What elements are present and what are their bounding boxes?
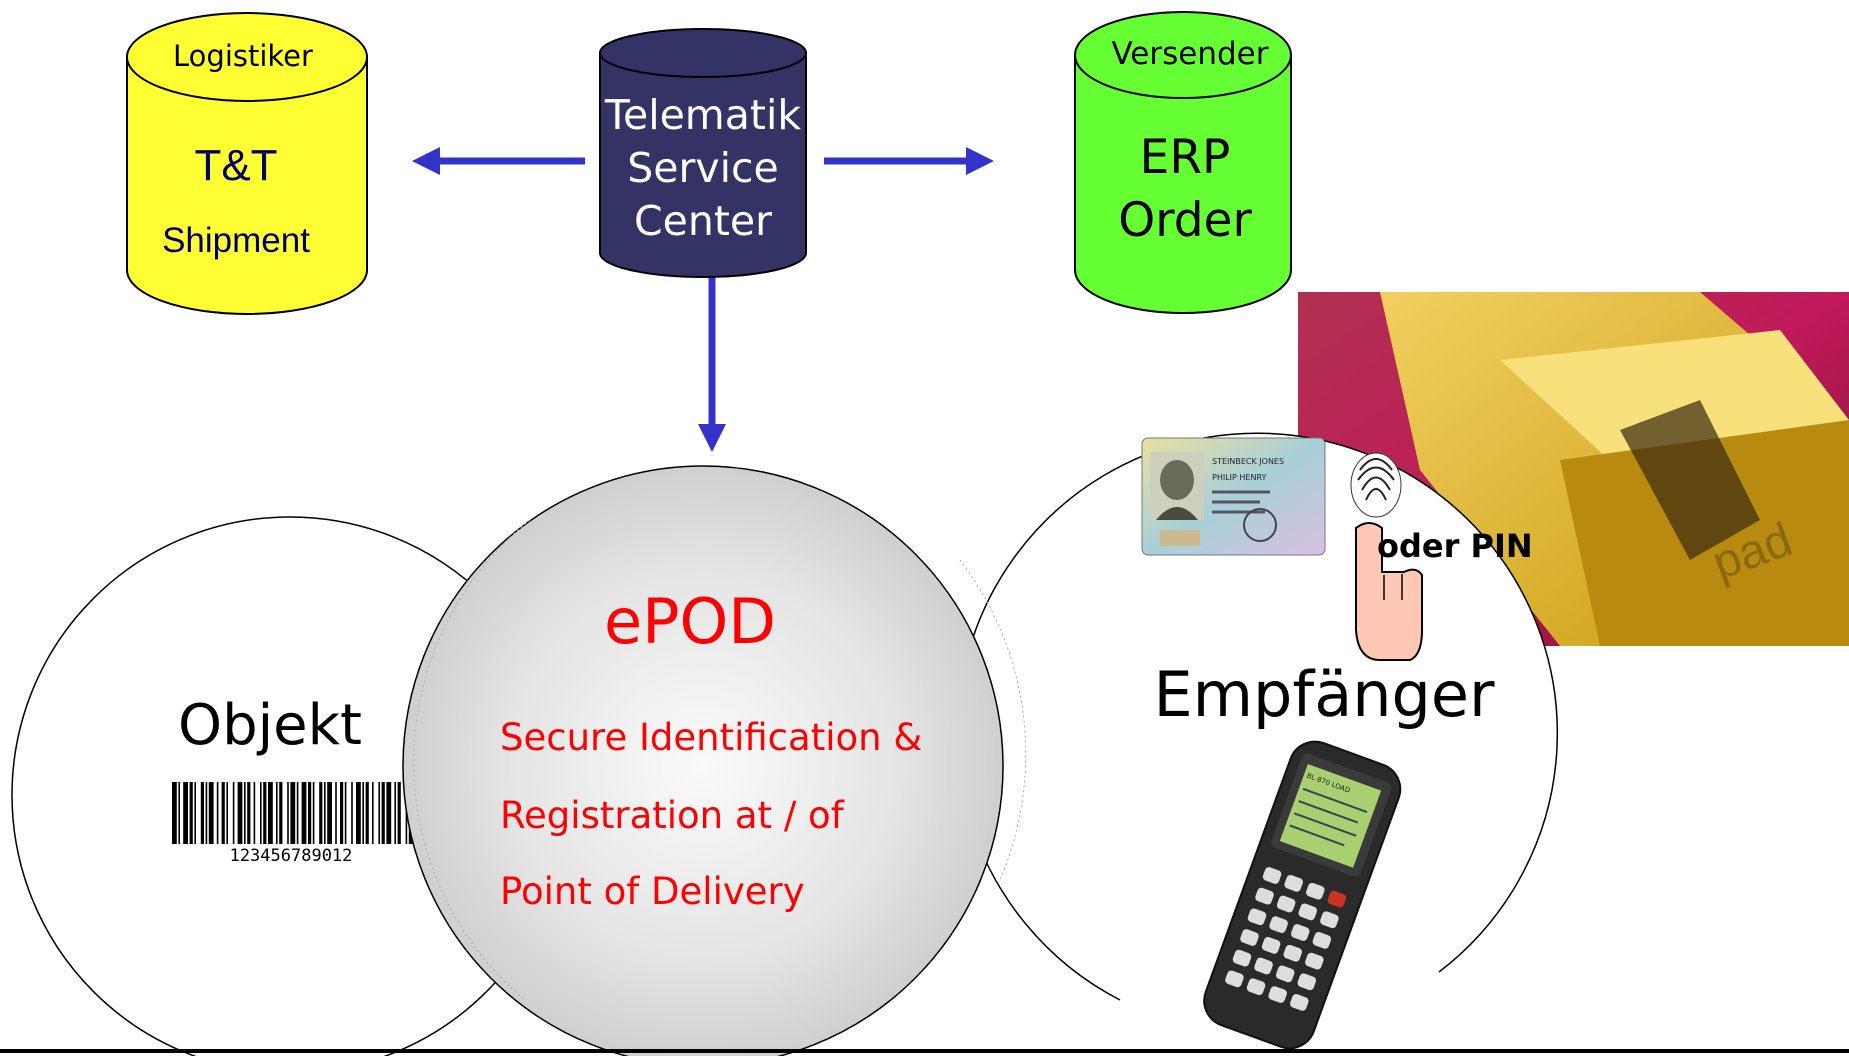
- versender-cylinder: Versender ERP Order: [1074, 11, 1292, 314]
- epod-circle: ePOD Secure Identification & Registratio…: [402, 465, 1027, 1056]
- telematik-line1: Telematik: [604, 91, 801, 139]
- keypad-key: [1320, 911, 1339, 929]
- barcode-bar: [205, 782, 208, 844]
- keypad-key: [1312, 932, 1332, 949]
- epod-line3: Point of Delivery: [500, 870, 805, 913]
- logistiker-label: Logistiker: [173, 39, 313, 73]
- keypad-key: [1276, 895, 1296, 913]
- order-label: Order: [1118, 193, 1252, 248]
- barcode-bar: [356, 782, 361, 844]
- barcode-bar: [268, 782, 273, 844]
- barcode-bar: [365, 782, 369, 844]
- barcode-bar: [308, 782, 312, 844]
- barcode-bar: [253, 782, 256, 844]
- barcode-bar: [381, 782, 385, 844]
- barcode-bar: [232, 782, 235, 844]
- keypad-key: [1283, 944, 1302, 962]
- keypad-key: [1247, 908, 1267, 926]
- barcode-bar: [319, 782, 323, 844]
- barcode-bar: [216, 782, 219, 844]
- keypad-key: [1269, 916, 1288, 934]
- keypad-key: [1327, 890, 1347, 908]
- barcode-bar: [247, 782, 251, 844]
- epod-line1: Secure Identification &: [500, 716, 922, 759]
- keypad-key: [1305, 952, 1324, 970]
- barcode-bar: [362, 782, 364, 844]
- handheld-terminal: BL 870 LOAD: [1203, 740, 1402, 1050]
- keypad-key: [1225, 970, 1244, 988]
- barcode-bar: [386, 782, 392, 844]
- keypad-key: [1290, 924, 1310, 941]
- keypad-key: [1255, 887, 1274, 905]
- keypad-key: [1298, 903, 1318, 921]
- barcode-bar: [200, 782, 204, 844]
- barcode-bar: [324, 782, 326, 844]
- shipment-label: Shipment: [162, 221, 310, 260]
- barcode-bar: [260, 782, 262, 844]
- barcode-bar: [263, 782, 267, 844]
- barcode-bar: [194, 782, 196, 844]
- id-card: STEINBECK JONES PHILIP HENRY: [1141, 437, 1326, 556]
- keypad-key: [1306, 882, 1325, 900]
- barcode-bar: [340, 782, 344, 844]
- barcode-bar: [172, 782, 177, 844]
- keypad-key: [1290, 994, 1309, 1011]
- epod-line2: Registration at / of: [500, 794, 845, 837]
- barcode-bar: [189, 782, 193, 844]
- barcode-bar: [394, 782, 396, 844]
- barcode-bar: [327, 782, 332, 844]
- barcode-bar: [279, 782, 283, 844]
- barcode-bar: [351, 782, 353, 844]
- epod-title: ePOD: [604, 585, 776, 658]
- barcode-bar: [296, 782, 299, 844]
- barcode-bar: [344, 782, 347, 844]
- barcode-bar: [221, 782, 225, 844]
- keypad-key: [1275, 965, 1295, 983]
- barcode-bar: [290, 782, 296, 844]
- barcode-bar: [378, 782, 380, 844]
- pin-text: oder PIN: [1377, 527, 1533, 565]
- logistiker-cylinder: Logistiker T&T Shipment: [126, 12, 368, 315]
- erp-label: ERP: [1140, 130, 1231, 185]
- barcode-bar: [178, 782, 180, 844]
- keypad-key: [1254, 957, 1273, 975]
- barcode-bar: [226, 782, 228, 844]
- arrows: [412, 147, 994, 452]
- barcode-bar: [208, 782, 214, 844]
- barcode-bar: [183, 782, 188, 844]
- keypad-key: [1232, 949, 1252, 967]
- barcode-bar: [287, 782, 289, 844]
- barcode-bar: [244, 782, 246, 844]
- versender-label: Versender: [1112, 36, 1269, 72]
- keypad-key: [1240, 929, 1259, 946]
- barcode-bar: [301, 782, 307, 844]
- barcode-bar: [276, 782, 278, 844]
- barcode-bar: [397, 782, 401, 844]
- id-card-name: STEINBECK JONES: [1212, 457, 1284, 466]
- objekt-title: Objekt: [178, 693, 362, 758]
- barcode-bar: [312, 782, 315, 844]
- barcode-bar: [372, 782, 374, 844]
- keypad-key: [1284, 874, 1303, 892]
- keypad-key: [1261, 936, 1281, 954]
- keypad-key: [1297, 973, 1317, 991]
- barcode-number: 123456789012: [230, 846, 353, 866]
- id-card-first: PHILIP HENRY: [1212, 473, 1266, 482]
- barcode-bar: [237, 782, 243, 844]
- finger-icon: [1350, 452, 1423, 661]
- telematik-line3: Center: [634, 197, 772, 245]
- keypad-key: [1268, 986, 1287, 1003]
- telematik-line2: Service: [627, 144, 779, 192]
- keypad-key: [1262, 867, 1282, 884]
- barcode-bar: [335, 782, 337, 844]
- telematik-cylinder: Telematik Service Center: [599, 28, 807, 278]
- tt-label: T&T: [194, 141, 277, 190]
- keypad-key: [1246, 978, 1266, 996]
- empfaenger-title: Empfänger: [1153, 658, 1495, 731]
